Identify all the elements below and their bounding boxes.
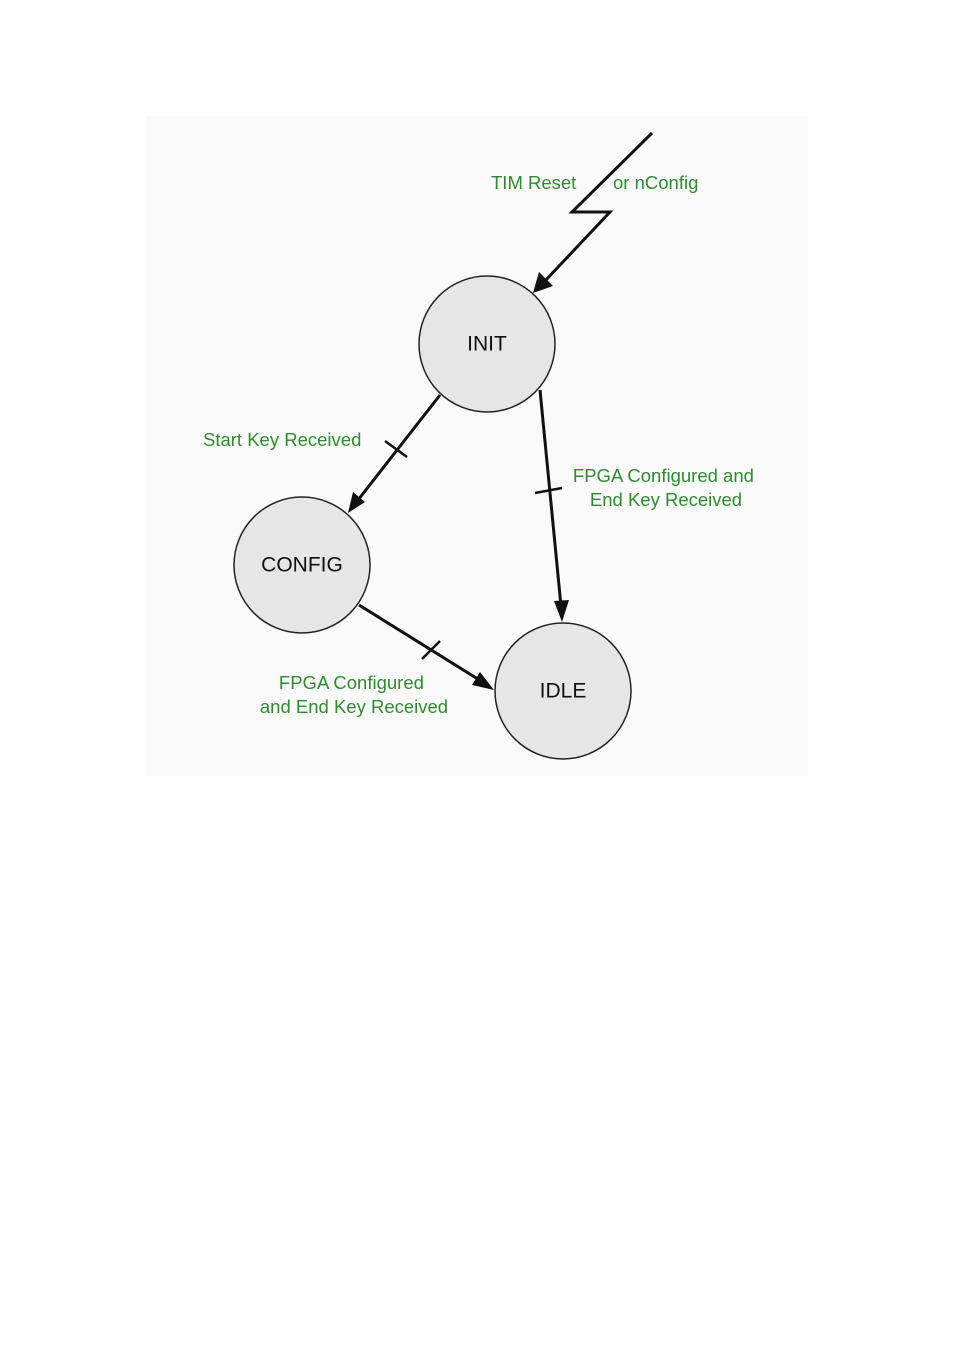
diagram-panel xyxy=(146,116,808,776)
config-to-idle-label: FPGA Configured and End Key Received xyxy=(260,672,448,717)
init-to-idle-transition: FPGA Configured and End Key Received xyxy=(534,389,759,622)
state-init-label: INIT xyxy=(467,333,507,356)
config-to-idle-label-line2: and End Key Received xyxy=(260,696,448,717)
init-to-idle-line xyxy=(538,389,563,607)
reset-label-left: TIM Reset xyxy=(491,172,576,193)
reset-label-right: or nConfig xyxy=(613,172,698,193)
state-init: INIT xyxy=(418,275,556,413)
init-to-idle-arrowhead xyxy=(554,600,569,622)
state-config-label: CONFIG xyxy=(261,554,343,577)
reset-lightning-line xyxy=(542,131,654,284)
config-to-idle-line xyxy=(358,603,482,683)
state-idle: IDLE xyxy=(494,622,632,760)
init-to-config-label: Start Key Received xyxy=(203,429,361,450)
init-to-idle-label: FPGA Configured and End Key Received xyxy=(573,465,759,510)
state-config: CONFIG xyxy=(233,496,371,634)
config-to-idle-transition: FPGA Configured and End Key Received xyxy=(260,603,494,717)
init-to-config-tick xyxy=(384,439,408,459)
init-to-idle-label-line2: End Key Received xyxy=(590,489,742,510)
config-to-idle-arrowhead xyxy=(472,672,494,690)
state-config-circle xyxy=(233,496,371,634)
state-idle-circle xyxy=(494,622,632,760)
config-to-idle-tick xyxy=(421,640,441,660)
config-to-idle-label-line1: FPGA Configured xyxy=(279,672,424,693)
init-to-config-transition: Start Key Received xyxy=(203,394,442,513)
init-to-config-line xyxy=(356,394,442,501)
init-to-config-arrowhead xyxy=(348,492,365,513)
state-init-circle xyxy=(418,275,556,413)
reset-arrowhead xyxy=(533,272,553,293)
reset-transition: TIM Reset or nConfig xyxy=(491,131,698,293)
init-to-idle-label-line1: FPGA Configured and xyxy=(573,465,754,486)
init-to-idle-tick xyxy=(534,486,563,495)
state-idle-label: IDLE xyxy=(540,680,587,703)
